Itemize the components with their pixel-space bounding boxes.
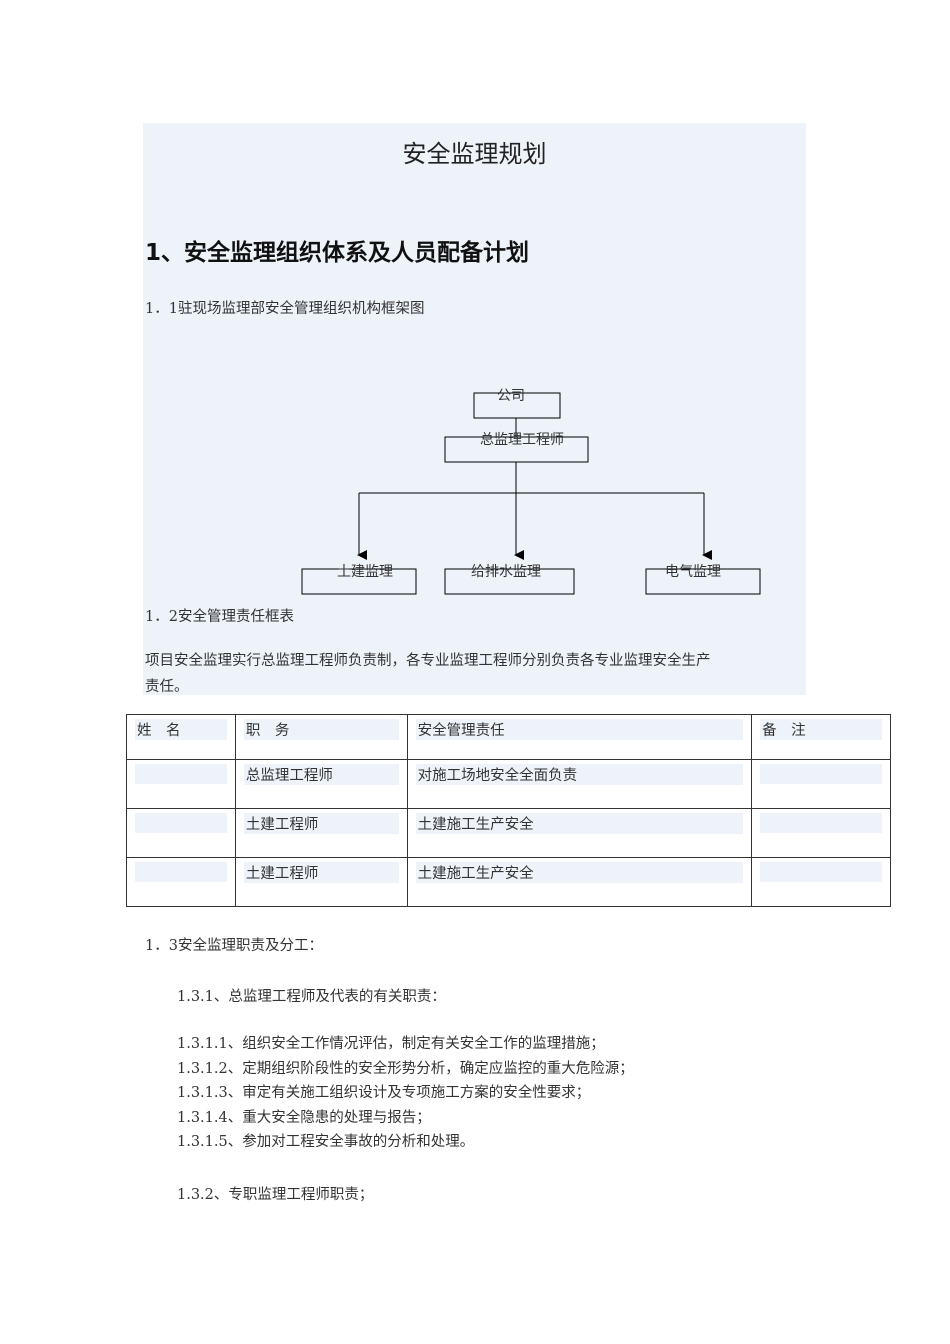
list-item: 1.3.1.2、定期组织阶段性的安全形势分析，确定应监控的重大危险源； <box>177 1060 634 1077</box>
table-row: 土建工程师 土建施工生产安全 <box>126 808 891 858</box>
table-cell-role: 总监理工程师 <box>234 759 408 809</box>
subsection-1-3: 1．3安全监理职责及分工： <box>145 938 323 954</box>
table-cell-role: 土建工程师 <box>234 808 408 858</box>
subsection-1-3-2: 1.3.2、专职监理工程师职责； <box>177 1187 374 1203</box>
table-cell-responsibility: 土建施工生产安全 <box>406 857 753 907</box>
table-header-cell: 职 务 <box>234 714 408 760</box>
table-cell-note <box>751 759 891 809</box>
table-cell-name <box>126 857 236 907</box>
table-cell-note <box>751 808 891 858</box>
org-box-company <box>473 392 561 419</box>
document-title: 安全监理规划 <box>402 140 547 168</box>
list-item: 1.3.1.1、组织安全工作情况评估，制定有关安全工作的监理措施； <box>177 1036 605 1052</box>
table-cell-responsibility: 对施工场地安全全面负责 <box>406 759 753 809</box>
responsibility-table: 姓 名 职 务 安全管理责任 备 注 总监理工程师 对施工场地安全全面负责 土建… <box>126 714 891 907</box>
list-item: 1.3.1.5、参加对工程安全事故的分析和处理。 <box>177 1134 475 1150</box>
paragraph-line-1: 项目安全监理实行总监理工程师负责制，各专业监理工程师分别负责各专业监理安全生产 <box>145 653 711 669</box>
org-box-water <box>444 568 575 595</box>
section-heading-1: 1、安全监理组织体系及人员配备计划 <box>145 240 530 266</box>
org-box-civil <box>301 568 417 595</box>
table-cell-note <box>751 857 891 907</box>
org-label-electric: 电气监理 <box>665 564 721 580</box>
paragraph-line-2: 责任。 <box>145 679 189 695</box>
subsection-1-1: 1．1驻现场监理部安全管理组织机构框架图 <box>145 301 425 317</box>
table-header-cell: 安全管理责任 <box>406 714 753 760</box>
table-cell-responsibility: 土建施工生产安全 <box>406 808 753 858</box>
org-label-civil: 土建监理 <box>337 564 393 580</box>
duty-list: 1.3.1.1、组织安全工作情况评估，制定有关安全工作的监理措施； 1.3.1.… <box>177 1032 634 1155</box>
subsection-1-2: 1．2安全管理责任框表 <box>145 609 294 625</box>
list-item: 1.3.1.3、审定有关施工组织设计及专项施工方案的安全性要求； <box>177 1085 591 1101</box>
table-header-cell: 备 注 <box>751 714 891 760</box>
table-cell-name <box>126 808 236 858</box>
org-label-company: 公司 <box>497 388 525 404</box>
table-row: 土建工程师 土建施工生产安全 <box>126 857 891 907</box>
org-box-electric <box>645 568 761 595</box>
table-header-row: 姓 名 职 务 安全管理责任 备 注 <box>126 714 891 760</box>
table-header-cell: 姓 名 <box>126 714 236 760</box>
org-chart <box>301 392 761 595</box>
subsection-1-3-1: 1.3.1、总监理工程师及代表的有关职责： <box>177 989 446 1005</box>
list-item: 1.3.1.4、重大安全隐患的处理与报告； <box>177 1109 431 1126</box>
org-label-chief: 总监理工程师 <box>480 432 564 448</box>
org-label-water: 给排水监理 <box>471 564 541 580</box>
table-cell-name <box>126 759 236 809</box>
table-row: 总监理工程师 对施工场地安全全面负责 <box>126 759 891 809</box>
table-cell-role: 土建工程师 <box>234 857 408 907</box>
